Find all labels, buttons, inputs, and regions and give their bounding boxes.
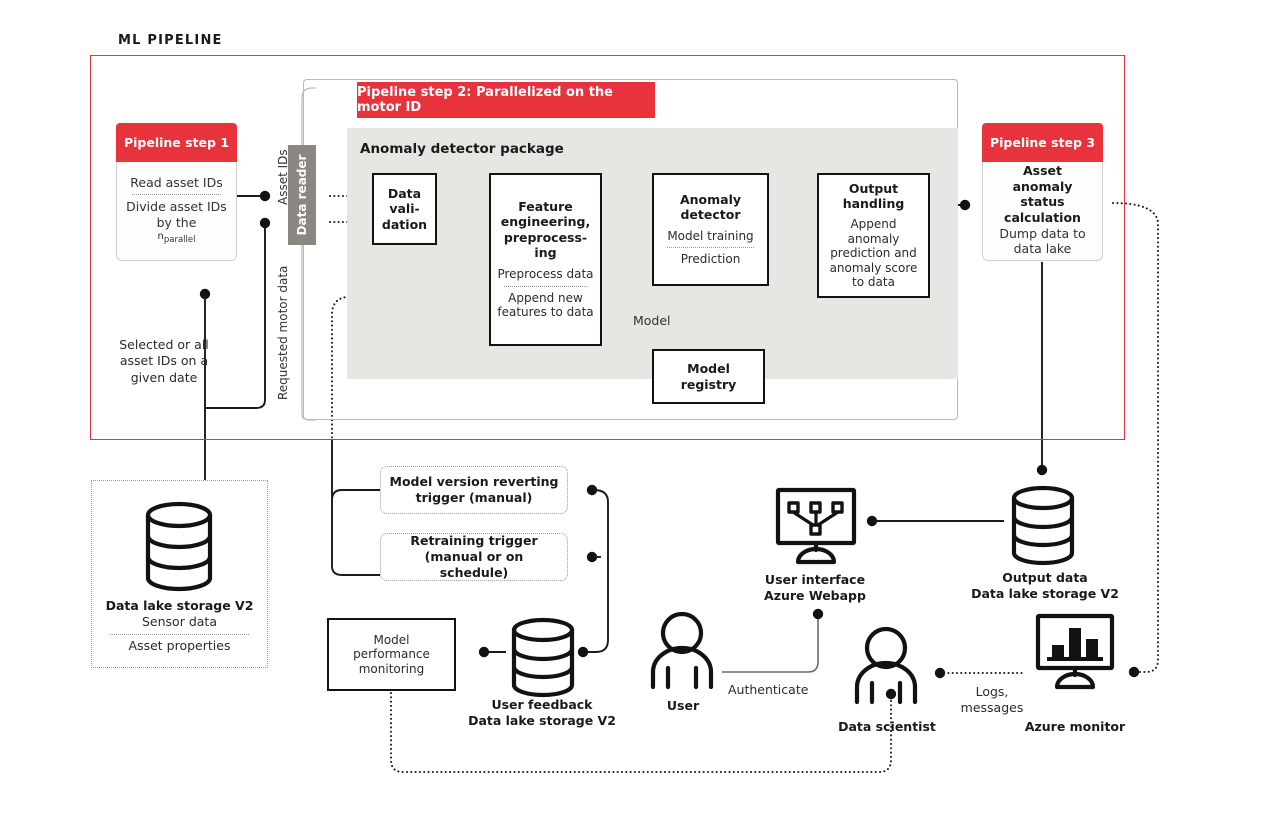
user-feedback-title: User feedback xyxy=(491,697,593,712)
data-reader-component: Data reader xyxy=(288,145,316,245)
azure-monitor-caption: Azure monitor xyxy=(1020,719,1130,735)
feature-engineering-sub-2: Append new features to data xyxy=(497,290,594,320)
edge-step3-azuremonitor xyxy=(1112,202,1159,673)
output-handling-sub-1: Append anomaly prediction and anomaly sc… xyxy=(829,216,918,290)
pipeline-step3-body: Asset anomaly status calculation Dump da… xyxy=(982,162,1103,261)
person-icon-user xyxy=(650,611,714,690)
database-cylinder-icon-output-data xyxy=(1011,485,1075,566)
step3-status-calculation: Asset anomaly status calculation xyxy=(1004,163,1081,225)
user-title: User xyxy=(666,698,700,713)
edge-revert-feedback xyxy=(588,489,609,653)
data-scientist-title: Data scientist xyxy=(838,719,936,734)
edge-label-model: Model xyxy=(633,313,671,328)
data-lake-storage-caption: Data lake storage V2 Sensor data Asset p… xyxy=(91,598,268,654)
data-lake-storage-title: Data lake storage V2 xyxy=(105,598,254,613)
user-caption: User xyxy=(628,698,738,714)
process-box-output-handling: Output handling Append anomaly predictio… xyxy=(817,173,930,298)
output-handling-title: Output handling xyxy=(842,181,905,212)
nub-datascientist-bottom xyxy=(885,688,897,700)
edge-label-selected-assets: Selected or all asset IDs on a given dat… xyxy=(119,337,209,385)
edge-package-to-triggers-dotted xyxy=(331,296,350,441)
user-interface-title: User interface xyxy=(764,572,866,587)
nub-feedback-right xyxy=(577,646,589,658)
data-lake-storage-container xyxy=(91,480,268,668)
model-registry-title: Model registry xyxy=(680,361,737,392)
edge-label-requested-motor-data: Requested motor data xyxy=(276,265,290,400)
divider xyxy=(503,285,588,287)
divider xyxy=(132,194,221,196)
database-cylinder-icon-data-lake xyxy=(145,501,213,592)
edge-triggers-revert xyxy=(331,489,380,501)
edge-label-logs-messages: Logs, messages xyxy=(960,684,1024,716)
output-data-caption: Output data Data lake storage V2 xyxy=(955,570,1135,603)
step1-read-asset-ids: Read asset IDs xyxy=(130,174,223,190)
step1-divide-asset-ids: Divide asset IDs by the xyxy=(126,199,227,230)
output-data-title: Output data xyxy=(1002,570,1088,585)
process-box-feature-engineering: Feature engineering, preprocess-ing Prep… xyxy=(489,173,602,346)
user-interface-caption: User interface Azure Webapp xyxy=(720,572,910,605)
trigger-retraining[interactable]: Retraining trigger (manual or on schedul… xyxy=(380,533,568,581)
data-lake-sensor-data: Sensor data xyxy=(142,614,217,630)
nub-step1-down xyxy=(199,288,211,300)
database-cylinder-icon-user-feedback xyxy=(511,617,575,698)
azure-monitor-title: Azure monitor xyxy=(1024,719,1126,734)
data-reader-label: Data reader xyxy=(295,154,309,236)
edge-user-authenticate xyxy=(722,618,819,673)
user-interface-subtitle: Azure Webapp xyxy=(764,588,866,604)
data-lake-asset-properties: Asset properties xyxy=(128,637,231,653)
nparallel-base: n xyxy=(157,230,164,242)
pipeline-step2-header: Pipeline step 2: Parallelized on the mot… xyxy=(357,82,655,118)
gray-reader-link xyxy=(301,87,316,145)
feature-engineering-title: Feature engineering, preprocess-ing xyxy=(500,199,591,260)
page-title: ML PIPELINE xyxy=(118,33,223,48)
step3-dump-data: Dump data to data lake xyxy=(999,225,1086,257)
person-icon-data-scientist xyxy=(854,626,918,705)
anomaly-detector-package-label: Anomaly detector package xyxy=(360,141,564,157)
model-performance-monitoring-title: Model performance monitoring xyxy=(353,632,430,676)
webapp-monitor-icon xyxy=(775,487,857,565)
nub-ui-right xyxy=(866,515,878,527)
process-box-model-registry: Model registry xyxy=(652,349,765,404)
nub-outputdata xyxy=(1036,464,1048,476)
pipeline-step3-header: Pipeline step 3 xyxy=(982,123,1103,162)
process-box-data-validation: Data vali-dation xyxy=(372,173,437,245)
divider xyxy=(110,633,249,635)
nub-logs-left xyxy=(934,667,946,679)
nub-perf-right xyxy=(478,646,490,658)
nub-revert-right xyxy=(586,484,598,496)
nub-requested-motor xyxy=(259,217,271,229)
pipeline-step1-header: Pipeline step 1 xyxy=(116,123,237,162)
ml-pipeline-frame xyxy=(90,55,1125,440)
pipeline-step1-body: Read asset IDs Divide asset IDs by the n… xyxy=(116,162,237,261)
user-feedback-caption: User feedback Data lake storage V2 xyxy=(452,697,632,730)
data-scientist-caption: Data scientist xyxy=(820,719,954,735)
nub-step3 xyxy=(959,199,971,211)
edge-label-asset-ids: Asset IDs xyxy=(276,149,290,205)
nub-assetids xyxy=(259,190,271,202)
trigger-model-version-reverting[interactable]: Model version reverting trigger (manual) xyxy=(380,466,568,514)
feature-engineering-sub-1: Preprocess data xyxy=(497,267,594,282)
edge-requested-motor xyxy=(205,226,266,409)
step1-nparallel: nparallel xyxy=(158,231,196,246)
edge-label-authenticate: Authenticate xyxy=(728,682,809,697)
nub-authenticate xyxy=(812,608,824,620)
data-validation-title: Data vali-dation xyxy=(381,186,428,232)
nub-azuremonitor-right xyxy=(1128,666,1140,678)
divider xyxy=(667,247,754,249)
user-feedback-subtitle: Data lake storage V2 xyxy=(468,713,616,729)
edge-triggers-retrain xyxy=(331,440,380,576)
anomaly-detector-sub-2: Prediction xyxy=(680,252,741,267)
chart-monitor-icon xyxy=(1035,613,1115,690)
edge-perf-datascientist xyxy=(390,692,892,773)
anomaly-detector-title: Anomaly detector xyxy=(679,192,742,223)
output-data-subtitle: Data lake storage V2 xyxy=(971,586,1119,602)
nub-retrain-right xyxy=(586,551,598,563)
anomaly-detector-sub-1: Model training xyxy=(667,228,754,243)
process-box-model-performance-monitoring: Model performance monitoring xyxy=(327,618,456,691)
process-box-anomaly-detector: Anomaly detector Model training Predicti… xyxy=(652,173,769,286)
nparallel-sub: parallel xyxy=(163,234,196,245)
